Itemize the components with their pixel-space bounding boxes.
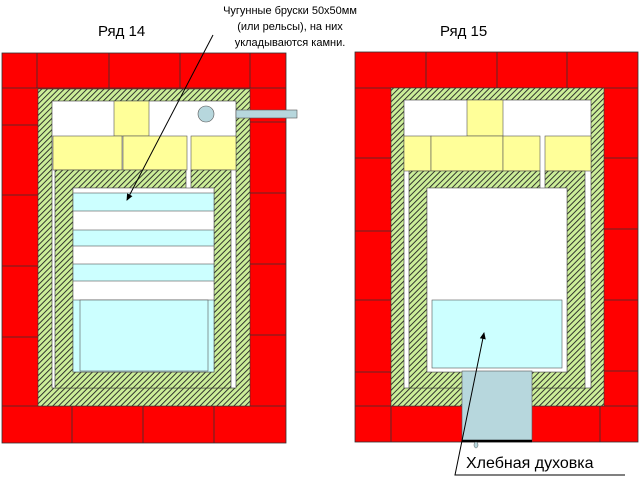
damper-knob [197, 105, 215, 123]
stones-area [431, 299, 563, 369]
row-15-plan [354, 51, 639, 476]
oven-handle [473, 441, 479, 449]
bread-oven [461, 370, 533, 442]
oven-leader-line [454, 332, 625, 476]
oven-label: Хлебная духовка [466, 455, 594, 472]
row-14-title: Ряд 14 [98, 23, 146, 40]
firebrick-block [113, 100, 150, 137]
bars-leader-line [126, 34, 214, 201]
row-15-title: Ряд 15 [440, 23, 488, 40]
bars-note-line: (или рельсы), на них [237, 21, 343, 33]
stones-area [79, 299, 209, 372]
damper-rod [235, 109, 298, 119]
firebrick-block [466, 99, 504, 137]
bars-note-line: Чугунные бруски 50х50мм [223, 5, 357, 17]
row-14-plan [1, 34, 298, 444]
bars-note-line: укладываются камни. [234, 37, 346, 49]
bars-note: Чугунные бруски 50х50мм (или рельсы), на… [200, 3, 380, 51]
